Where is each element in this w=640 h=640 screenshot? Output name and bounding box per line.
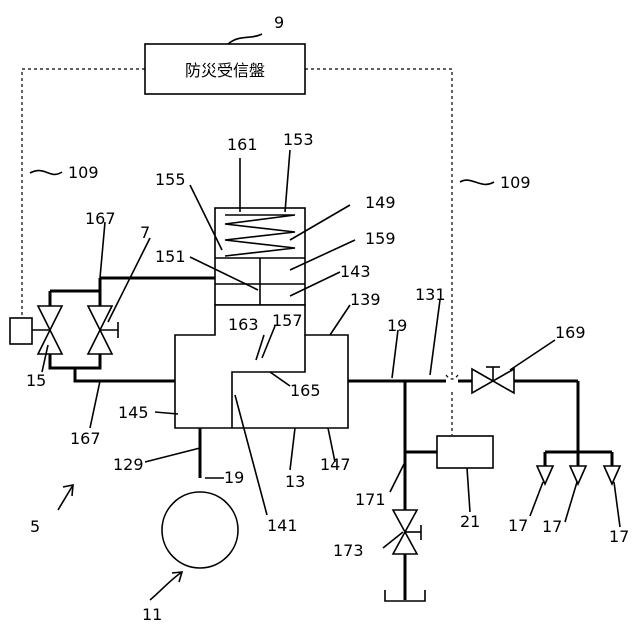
label-163: 163	[228, 315, 259, 334]
label-143: 143	[340, 262, 371, 281]
label-131: 131	[415, 285, 446, 304]
label-161: 161	[227, 135, 258, 154]
panel-label: 防災受信盤	[185, 61, 265, 80]
valve-7	[88, 306, 118, 354]
label-13: 13	[285, 472, 305, 491]
nozzle-17b	[570, 466, 586, 484]
fire-control-panel: 防災受信盤	[145, 44, 305, 94]
valve-15	[10, 306, 62, 354]
label-157: 157	[272, 311, 303, 330]
label-153: 153	[283, 130, 314, 149]
gas-cylinder	[162, 492, 238, 568]
label-165: 165	[290, 381, 321, 400]
label-19b: 19	[224, 468, 244, 487]
label-171: 171	[355, 490, 386, 509]
signal-crossover	[446, 375, 458, 379]
label-145: 145	[118, 403, 149, 422]
arrow-11	[150, 572, 182, 600]
label-169: 169	[555, 323, 586, 342]
label-17b: 17	[542, 517, 562, 536]
leader-109b	[460, 180, 494, 184]
label-149: 149	[365, 193, 396, 212]
label-167a: 167	[85, 209, 116, 228]
label-167b: 167	[70, 429, 101, 448]
arrow-5	[58, 485, 73, 510]
selector-valve-body	[175, 305, 348, 428]
label-9: 9	[274, 13, 284, 32]
valve-169	[472, 367, 514, 393]
valve-173	[393, 510, 421, 554]
label-17c: 17	[609, 527, 629, 546]
label-151: 151	[155, 247, 186, 266]
label-147: 147	[320, 455, 351, 474]
nozzle-17a	[537, 466, 553, 484]
leader-9	[228, 34, 262, 44]
nozzle-17c	[604, 466, 620, 484]
label-129: 129	[113, 455, 144, 474]
label-141: 141	[267, 516, 298, 535]
label-21: 21	[460, 512, 480, 531]
signal-line-left	[22, 69, 145, 318]
label-19a: 19	[387, 316, 407, 335]
label-109a: 109	[68, 163, 99, 182]
label-173: 173	[333, 541, 364, 560]
label-109b: 109	[500, 173, 531, 192]
label-155: 155	[155, 170, 186, 189]
signal-line-right-upper	[305, 69, 452, 375]
label-159: 159	[365, 229, 396, 248]
label-17a: 17	[508, 516, 528, 535]
label-7: 7	[140, 223, 150, 242]
label-15: 15	[26, 371, 46, 390]
label-5: 5	[30, 517, 40, 536]
pressure-switch	[437, 436, 493, 468]
label-11: 11	[142, 605, 162, 624]
pipe-167-lower	[75, 368, 175, 381]
label-139: 139	[350, 290, 381, 309]
leader-109a	[30, 171, 62, 175]
